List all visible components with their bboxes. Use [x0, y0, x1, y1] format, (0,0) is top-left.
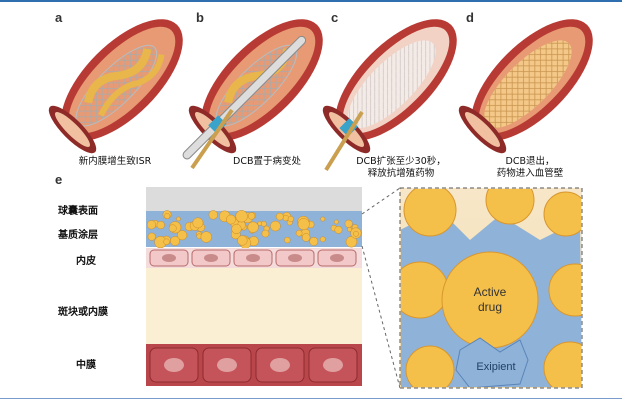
drug-particle [208, 210, 218, 220]
drug-particle [200, 231, 212, 243]
cell-nucleus [164, 358, 184, 372]
drug-particle [297, 218, 310, 231]
active-drug-label-2: drug [478, 300, 502, 314]
panel-e-letter: e [55, 172, 63, 187]
drug-particle [168, 224, 177, 233]
label-media: 中膜 [76, 360, 96, 371]
drug-particle [345, 236, 358, 248]
vessel-a [48, 19, 183, 154]
drug-particle [177, 230, 188, 241]
cell-nucleus [270, 358, 290, 372]
drug-particle [237, 235, 248, 246]
excipient-shape [455, 337, 529, 387]
excipient-label: Exipient [476, 361, 515, 373]
drug-particle [235, 210, 248, 223]
drug-particle [257, 221, 263, 226]
drug-particle [282, 214, 289, 222]
panel-c-caption-line2: 释放抗增殖药物 [367, 168, 435, 179]
cell-nucleus [162, 254, 176, 262]
drug-particle [284, 236, 291, 244]
drug-particle [309, 237, 319, 246]
cell-nucleus [204, 254, 218, 262]
endothelial-cells [149, 249, 357, 267]
vessel-c [322, 19, 457, 154]
drug-particle [270, 220, 281, 232]
drug-particle [146, 220, 157, 230]
cell-nucleus [217, 358, 237, 372]
cell-nucleus [330, 254, 344, 262]
media-cells [149, 347, 358, 383]
drug-particle [226, 214, 236, 225]
label-matrix-coating: 基质涂层 [58, 230, 98, 241]
drug-particle [192, 217, 204, 229]
drug-particle [247, 212, 256, 220]
drug-particle [156, 220, 165, 230]
catheter-b [190, 108, 234, 170]
drug-particle [295, 229, 303, 237]
drug-particle [287, 216, 294, 223]
cell-nucleus [246, 254, 260, 262]
label-endothelium: 内皮 [76, 256, 96, 267]
drug-particle [334, 225, 343, 234]
panel-d-letter: d [466, 10, 474, 25]
panel-d-caption: DCB退出， 药物进入血管壁 [470, 156, 590, 180]
drug-particle [247, 221, 259, 233]
panel-a-letter: a [55, 10, 63, 25]
balloon-surface-layer [146, 187, 362, 211]
cell-nucleus [323, 358, 343, 372]
zoom-line-bottom [361, 245, 401, 389]
label-balloon-surface: 球囊表面 [58, 206, 98, 217]
drug-particle [347, 227, 352, 232]
drug-particle [170, 236, 180, 246]
panel-b-caption: DCB置于病变处 [233, 156, 301, 167]
drug-particle [353, 230, 359, 237]
zoom-line-top [361, 187, 401, 215]
cross-section [146, 187, 362, 386]
panel-d-caption-line1: DCB退出， [505, 156, 555, 167]
active-drug-label-1: Active [474, 285, 507, 299]
drug-particle [147, 232, 156, 241]
drug-particle [163, 238, 170, 245]
drug-particle [261, 229, 270, 238]
panel-c-caption-line1: DCB扩张至少30秒， [356, 156, 446, 167]
vessel-d [458, 19, 593, 154]
drug-particle [275, 212, 284, 221]
panel-a-caption: 新内膜增生致ISR [78, 156, 152, 167]
panel-d-caption-line2: 药物进入血管壁 [496, 168, 564, 179]
catheter-c [324, 110, 364, 172]
drug-particle [176, 216, 181, 222]
drug-particle [320, 216, 326, 222]
drug-particle [334, 219, 339, 225]
top-border [0, 0, 622, 2]
zoom-box: Active drug Exipient [399, 187, 583, 389]
panel-c-letter: c [331, 10, 339, 25]
drug-particle [301, 233, 311, 242]
panel-b-letter: b [196, 10, 204, 25]
drug-particle [319, 236, 326, 243]
drug-particle [344, 219, 353, 228]
cell-nucleus [288, 254, 302, 262]
bottom-border [0, 398, 622, 399]
drug-particle [231, 223, 242, 234]
drug-particles [146, 210, 362, 249]
panel-c-caption: DCB扩张至少30秒， 释放抗增殖药物 [336, 156, 466, 180]
label-plaque-intima: 斑块或内膜 [58, 307, 108, 318]
drug-particle [164, 213, 171, 220]
plaque-intima-layer [146, 268, 362, 344]
